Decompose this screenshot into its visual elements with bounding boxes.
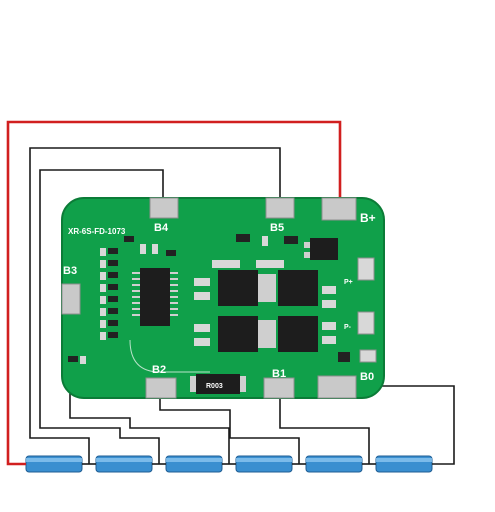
wire-b3 — [69, 300, 230, 464]
wire-positive — [6, 120, 342, 466]
sense-resistor: R003 — [190, 374, 246, 394]
smd-resistor-column — [68, 248, 118, 364]
pad-b1 — [263, 377, 295, 399]
bms-board: B4 B5 B+ B3 B2 B1 B0 XR-6S-FD-1073 — [61, 197, 385, 399]
pad-b0 — [317, 375, 357, 399]
pad-bplus — [321, 197, 357, 221]
pad-label-b1: B1 — [272, 368, 286, 380]
right-connectors — [338, 257, 377, 363]
pad-b5 — [265, 197, 295, 219]
pad-label-b5: B5 — [270, 222, 284, 234]
silk-outline — [129, 339, 210, 373]
pad-label-b4: B4 — [154, 222, 169, 234]
pad-label-b3: B3 — [63, 265, 77, 277]
label-p-minus: P- — [344, 324, 352, 331]
pad-b3 — [61, 283, 81, 315]
wire-b1 — [279, 384, 370, 464]
battery-cell-4 — [235, 455, 293, 473]
smd-top-parts — [124, 234, 338, 268]
label-p-plus: P+ — [344, 279, 353, 286]
wire-b2 — [159, 380, 300, 464]
pad-b2 — [145, 377, 177, 399]
board-model-label: XR-6S-FD-1073 — [68, 227, 126, 236]
wire-b0 — [350, 385, 455, 465]
battery-cell-3 — [165, 455, 223, 473]
pad-label-b0: B0 — [360, 371, 374, 383]
wire-b5 — [29, 147, 281, 464]
battery-cell-2 — [95, 455, 153, 473]
solder-pads — [61, 197, 357, 399]
protection-ic — [132, 268, 178, 326]
battery-cell-6 — [375, 455, 433, 473]
pad-b4 — [149, 197, 179, 219]
balance-wires — [29, 147, 455, 465]
battery-cell-5 — [305, 455, 363, 473]
wire-b4 — [39, 169, 164, 464]
pad-label-bplus: B+ — [360, 211, 376, 225]
battery-cells — [25, 455, 433, 473]
battery-cell-1 — [25, 455, 83, 473]
sense-resistor-marking: R003 — [206, 383, 223, 390]
mosfet-array — [194, 270, 336, 352]
pad-label-b2: B2 — [152, 364, 166, 376]
